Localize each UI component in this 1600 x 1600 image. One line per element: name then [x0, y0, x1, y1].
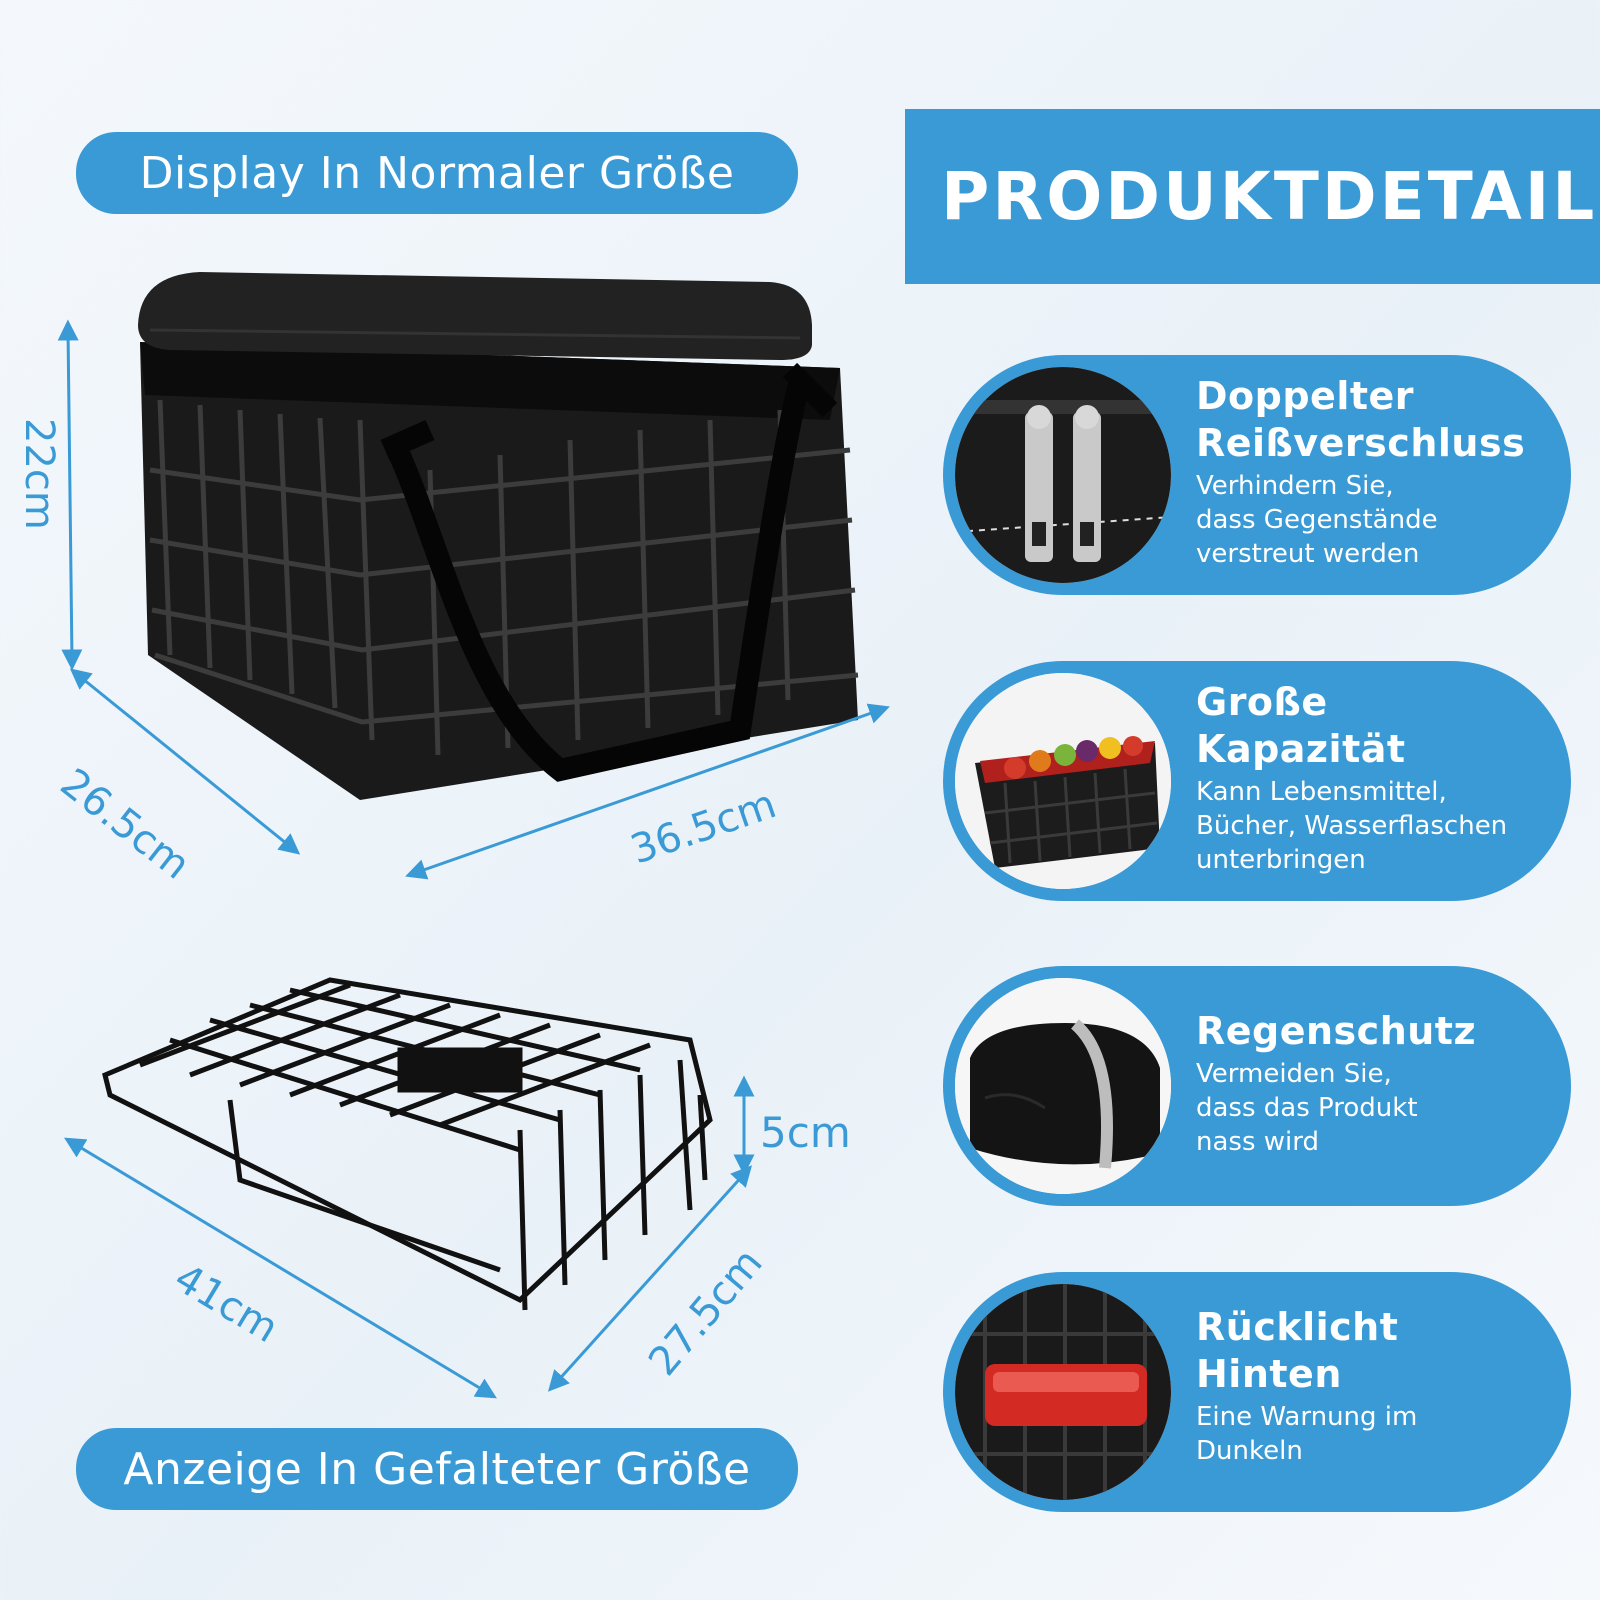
feature-description: Eine Warnung im — [1196, 1402, 1418, 1432]
folded-height-dimension-label: 5cm — [760, 1108, 851, 1157]
feature-title: Kapazität — [1196, 727, 1406, 771]
height-dimension-label: 22cm — [16, 418, 62, 530]
depth-arrow — [69, 668, 301, 855]
rain-cover-icon — [955, 978, 1171, 1194]
feature-description: Vermeiden Sie, — [1196, 1059, 1392, 1089]
feature-title: Große — [1196, 680, 1328, 724]
feature-title: Doppelter — [1196, 374, 1415, 418]
feature-card-capacity: Große Kapazität Kann Lebensmittel, Büche… — [943, 661, 1571, 901]
height-arrow — [57, 319, 83, 671]
reflector-icon — [955, 1284, 1171, 1500]
feature-title: Hinten — [1196, 1352, 1342, 1396]
product-details-header: PRODUKTDETAILS — [905, 109, 1600, 284]
folded-basket-image — [102, 977, 713, 1311]
feature-description: nass wird — [1196, 1127, 1319, 1157]
feature-description: dass Gegenstände — [1196, 505, 1438, 535]
feature-description: verstreut werden — [1196, 539, 1420, 569]
feature-description: dass das Produkt — [1196, 1093, 1418, 1123]
feature-title: Rücklicht — [1196, 1305, 1399, 1349]
feature-card-rain-cover: Regenschutz Vermeiden Sie, dass das Prod… — [943, 966, 1571, 1206]
feature-description: Kann Lebensmittel, — [1196, 777, 1447, 807]
folded-width-arrow — [547, 1165, 753, 1392]
feature-description: unterbringen — [1196, 845, 1366, 875]
feature-title: Regenschutz — [1196, 1009, 1477, 1053]
fruit-basket-icon — [955, 673, 1171, 889]
folded-length-arrow — [64, 1137, 497, 1399]
zipper-icon — [955, 367, 1171, 583]
assembled-basket-image — [138, 272, 859, 800]
feature-card-reflector: Rücklicht Hinten Eine Warnung im Dunkeln — [943, 1272, 1571, 1512]
width-arrow — [405, 703, 890, 880]
feature-description: Verhindern Sie, — [1196, 471, 1394, 501]
folded-size-label: Anzeige In Gefalteter Größe — [76, 1428, 798, 1510]
feature-description: Dunkeln — [1196, 1436, 1303, 1466]
feature-description: Bücher, Wasserflaschen — [1196, 811, 1508, 841]
feature-card-zipper: Doppelter Reißverschluss Verhindern Sie,… — [943, 355, 1571, 595]
normal-size-label: Display In Normaler Größe — [76, 132, 798, 214]
feature-title: Reißverschluss — [1196, 421, 1526, 465]
